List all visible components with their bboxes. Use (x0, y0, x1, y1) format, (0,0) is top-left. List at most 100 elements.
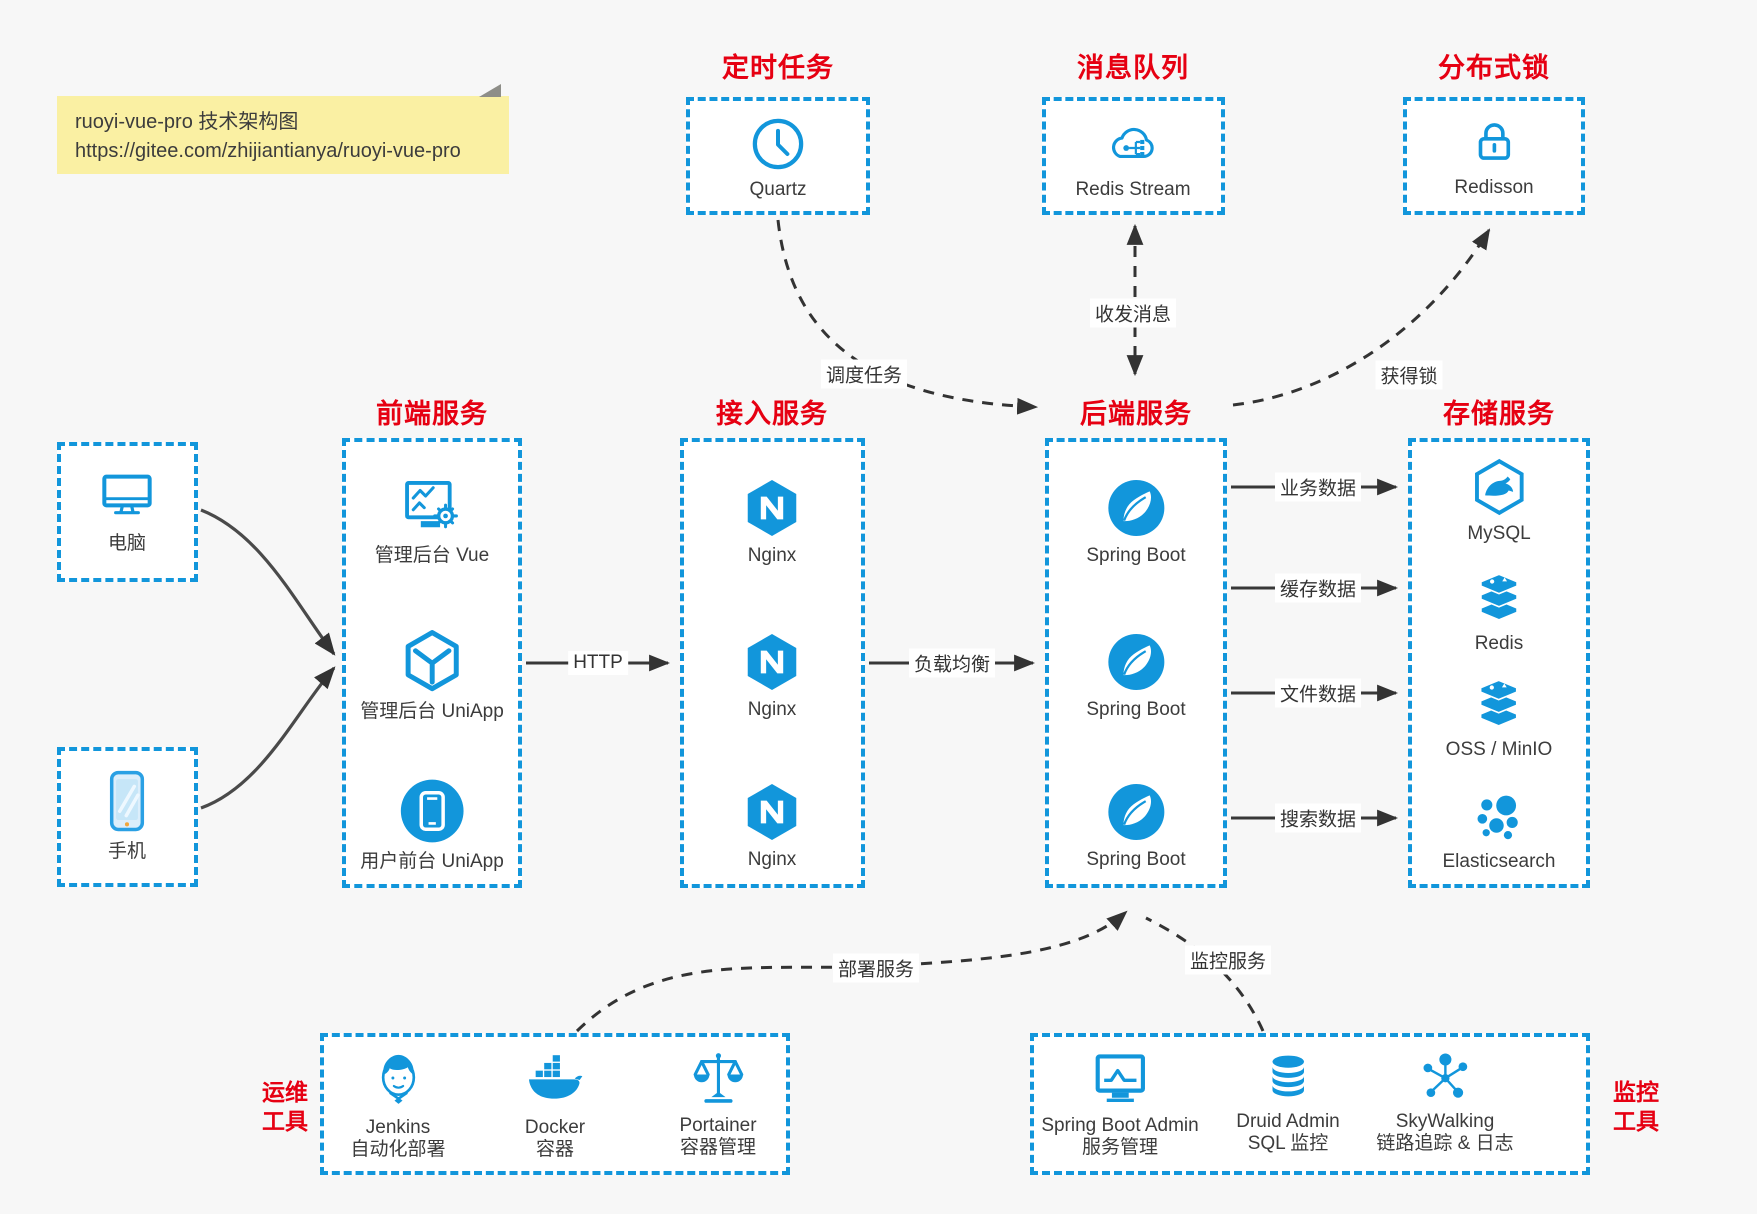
uniapp-user-label: 用户前台 UniApp (360, 851, 504, 872)
springboot-label-1: Spring Boot (1086, 545, 1186, 566)
mq-title: 消息队列 (1077, 53, 1189, 83)
edge-pc-frontend (200, 508, 336, 656)
druid-node: Druid Admin SQL 监控 (1236, 1050, 1340, 1155)
skywalking-desc: 链路追踪 & 日志 (1376, 1133, 1514, 1154)
phone-icon (92, 766, 162, 836)
mysql-label: MySQL (1467, 523, 1531, 544)
portainer-desc: 容器管理 (679, 1137, 757, 1158)
jenkins-desc: 自动化部署 (350, 1139, 446, 1160)
docker-desc: 容器 (535, 1139, 574, 1160)
monitor-chart-icon (1089, 1048, 1151, 1110)
frontend-title: 前端服务 (376, 399, 488, 429)
nginx-node-1: Nginx (740, 476, 804, 567)
scheduler-title: 定时任务 (722, 53, 834, 83)
note-fold-corner (479, 84, 501, 97)
nginx-label-2: Nginx (747, 699, 797, 720)
mysql-node: MySQL (1467, 456, 1531, 545)
edge-monitor (1145, 916, 1265, 1032)
computer-icon (95, 464, 159, 528)
edge-phone-frontend (200, 666, 336, 810)
springboot-label-3: Spring Boot (1086, 849, 1186, 870)
elasticsearch-label: Elasticsearch (1442, 851, 1556, 872)
redis-node: Redis (1469, 568, 1529, 655)
ops-tag-line2: 工具 (262, 1108, 308, 1134)
skywalking-name: SkyWalking (1395, 1111, 1495, 1132)
lock-box (1403, 97, 1585, 215)
jenkins-icon (366, 1048, 430, 1112)
sba-desc: 服务管理 (1081, 1137, 1158, 1158)
elasticsearch-node: Elasticsearch (1443, 788, 1556, 873)
edge-label-message: 收发消息 (1089, 298, 1177, 328)
vue-admin-label: 管理后台 Vue (374, 545, 490, 566)
edge-label-file-data: 文件数据 (1274, 678, 1362, 708)
redisson-label: Redisson (1454, 177, 1534, 198)
uniapp-user-node: 用户前台 UniApp (360, 776, 504, 873)
cube-icon (397, 626, 467, 696)
redis-label: Redis (1474, 633, 1524, 654)
ops-tag: 运维 工具 (262, 1078, 308, 1136)
edge-acquire-lock (1232, 228, 1491, 407)
portainer-name: Portainer (679, 1115, 757, 1136)
scales-icon (687, 1048, 749, 1110)
springboot-node-3: Spring Boot (1086, 780, 1186, 871)
vue-admin-node: 管理后台 Vue (375, 474, 489, 567)
druid-name: Druid Admin (1236, 1111, 1340, 1132)
oss-node: OSS / MinIO (1446, 674, 1552, 761)
edge-label-monitor: 监控服务 (1184, 945, 1272, 975)
cloud-mq-icon (1104, 116, 1162, 174)
uniapp-admin-label: 管理后台 UniApp (360, 701, 504, 722)
note-url: https://gitee.com/zhijiantianya/ruoyi-vu… (75, 140, 461, 162)
nginx-label-3: Nginx (747, 849, 797, 870)
scheduler-box (686, 97, 870, 215)
quartz-node: Quartz (748, 114, 808, 201)
ops-tag-line1: 运维 (262, 1079, 308, 1105)
edge-label-schedule: 调度任务 (820, 359, 908, 389)
phone-node: 手机 (92, 766, 162, 863)
edge-label-business-data: 业务数据 (1274, 472, 1362, 502)
springboot-node-1: Spring Boot (1086, 476, 1186, 567)
storage-title: 存储服务 (1443, 399, 1555, 429)
elasticsearch-icon (1470, 788, 1528, 846)
redis-stream-node: Redis Stream (1075, 116, 1191, 201)
quartz-label: Quartz (749, 179, 807, 200)
edge-label-deploy: 部署服务 (832, 953, 920, 983)
storage-box (1408, 438, 1590, 888)
portainer-node: Portainer 容器管理 (679, 1048, 757, 1159)
edge-label-http: HTTP (568, 651, 628, 675)
springboot-node-2: Spring Boot (1086, 630, 1186, 721)
spring-leaf-icon (1104, 476, 1168, 540)
backend-title: 后端服务 (1080, 399, 1192, 429)
redisson-node: Redisson (1454, 114, 1534, 199)
docker-node: Docker 容器 (523, 1048, 587, 1161)
nginx-icon (740, 476, 804, 540)
monitoring-tag: 监控 工具 (1613, 1078, 1659, 1136)
gateway-title: 接入服务 (716, 399, 828, 429)
nginx-node-2: Nginx (740, 630, 804, 721)
nginx-icon (740, 630, 804, 694)
phone-label: 手机 (107, 841, 146, 862)
sticky-note: ruoyi-vue-pro 技术架构图 https://gitee.com/zh… (57, 84, 509, 174)
redis-stack-icon (1469, 568, 1529, 628)
monitoring-tag-line2: 工具 (1613, 1108, 1659, 1134)
mysql-icon (1468, 456, 1530, 518)
nginx-icon (740, 780, 804, 844)
edge-label-acquire-lock: 获得锁 (1375, 360, 1443, 390)
note-title: ruoyi-vue-pro 技术架构图 (75, 111, 299, 133)
redis-stream-label: Redis Stream (1075, 179, 1191, 200)
docker-whale-icon (523, 1048, 587, 1112)
monitoring-tag-line1: 监控 (1613, 1079, 1659, 1105)
edge-label-search-data: 搜索数据 (1274, 803, 1362, 833)
docker-name: Docker (524, 1117, 586, 1138)
network-trace-icon (1416, 1048, 1474, 1106)
uniapp-admin-node: 管理后台 UniApp (360, 626, 504, 723)
sba-name: Spring Boot Admin (1041, 1115, 1199, 1136)
edge-label-load-balance: 负载均衡 (908, 648, 996, 678)
admin-dashboard-icon (399, 474, 465, 540)
spring-leaf-icon (1104, 780, 1168, 844)
druid-desc: SQL 监控 (1247, 1133, 1329, 1154)
mobile-app-icon (397, 776, 467, 846)
pc-node: 电脑 (95, 464, 159, 555)
jenkins-name: Jenkins (365, 1117, 431, 1138)
database-icon (1260, 1050, 1316, 1106)
